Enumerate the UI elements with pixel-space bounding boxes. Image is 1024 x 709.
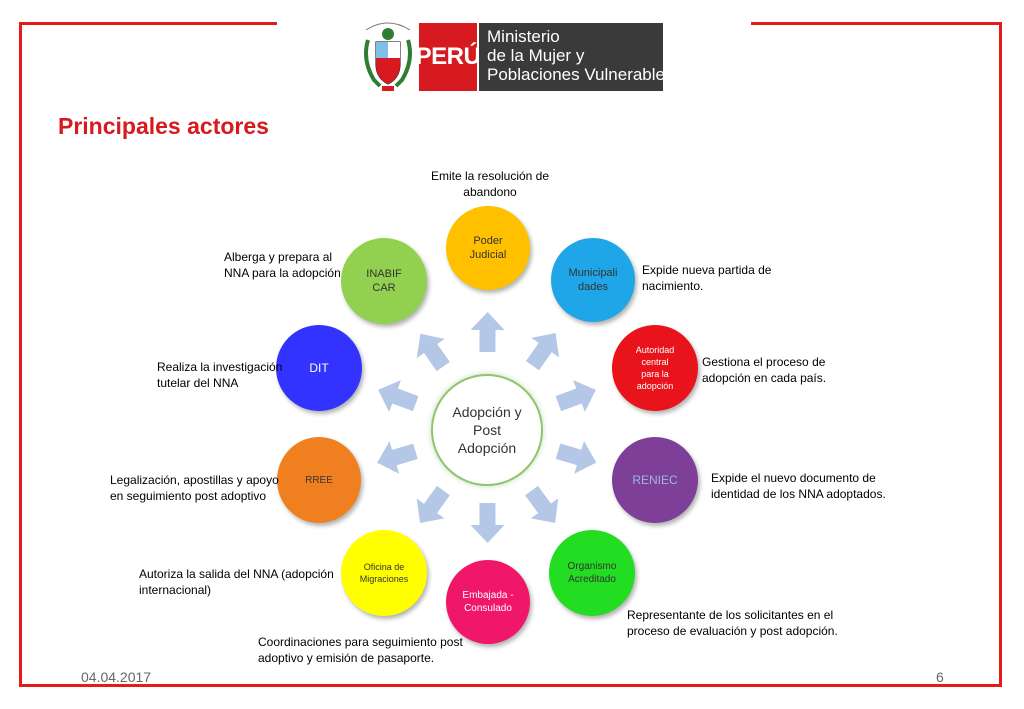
frame-bottom	[19, 684, 1002, 687]
center-node-label: Adopción y Post Adopción	[452, 404, 522, 456]
ministry-line-3: Poblaciones Vulnerables	[487, 65, 674, 84]
peru-seal-icon	[364, 22, 412, 91]
actor-label: Organismo Acreditado	[567, 561, 617, 585]
actor-label: RENIEC	[632, 473, 678, 487]
ministry-line-1: Ministerio	[487, 27, 560, 46]
description-oficina-migraciones: Autoriza la salida del NNA (adopción int…	[139, 567, 334, 597]
actor-label: Embajada - Consulado	[462, 590, 514, 614]
actor-label: Oficina de Migraciones	[359, 562, 409, 584]
actor-label: Poder Judicial	[469, 235, 507, 261]
arrow-to-actor-9	[416, 333, 450, 372]
actor-node-organismo-acreditado: Organismo Acreditado	[549, 530, 635, 616]
actor-label: DIT	[309, 361, 329, 375]
description-dit: Realiza la investigación tutelar del NNA	[157, 360, 283, 390]
actor-node-poder-judicial: Poder Judicial	[446, 206, 530, 290]
ministry-line-2: de la Mujer y	[487, 46, 585, 65]
actor-node-municipalidades: Municipali dades	[551, 238, 635, 322]
actor-node-embajada-consulado: Embajada - Consulado	[446, 560, 530, 644]
actor-label: Autoridad central para la adopción	[635, 345, 675, 391]
description-inabif-car: Alberga y prepara al NNA para la adopció…	[224, 250, 341, 280]
peru-label: PERÚ	[416, 23, 481, 91]
arrow-to-actor-0	[470, 312, 505, 353]
arrow-to-actor-3	[555, 441, 597, 474]
arrow-to-actor-6	[416, 485, 450, 524]
frame-top-left	[19, 22, 277, 25]
slide-date: 04.04.2017	[81, 669, 152, 685]
frame-top-right	[751, 22, 1002, 25]
slide-title: Principales actores	[58, 113, 269, 139]
actor-node-oficina-migraciones: Oficina de Migraciones	[341, 530, 427, 616]
actor-label: RREE	[305, 474, 333, 486]
actor-node-rree: RREE	[277, 437, 361, 523]
frame-left	[19, 22, 22, 686]
arrow-to-actor-1	[525, 332, 560, 371]
actor-node-reniec: RENIEC	[612, 437, 698, 523]
arrow-to-actor-4	[525, 485, 559, 523]
description-autoridad-central: Gestiona el proceso de adopción en cada …	[702, 355, 827, 385]
description-poder-judicial: Emite la resolución de abandono	[430, 169, 550, 199]
actor-label: Municipali dades	[568, 267, 618, 293]
center-node: Adopción y Post Adopción	[431, 374, 543, 486]
description-organismo-acreditado: Representante de los solicitantes en el …	[627, 608, 838, 638]
frame-right	[999, 22, 1002, 686]
description-municipalidades: Expide nueva partida de nacimiento.	[642, 263, 772, 293]
actor-node-autoridad-central: Autoridad central para la adopción	[612, 325, 698, 411]
description-embajada-consulado: Coordinaciones para seguimiento post ado…	[258, 635, 463, 665]
arrow-to-actor-7	[377, 441, 418, 474]
ministry-logo: PERÚ Ministerio de la Mujer y Poblacione…	[360, 20, 674, 94]
actor-node-inabif-car: INABIF CAR	[341, 238, 427, 324]
actor-node-dit: DIT	[276, 325, 362, 411]
actor-label: INABIF CAR	[366, 268, 402, 294]
arrow-to-actor-5	[470, 502, 505, 543]
ministry-name: Ministerio de la Mujer y Poblaciones Vul…	[479, 23, 674, 91]
description-rree: Legalización, apostillas y apoyo en segu…	[110, 473, 279, 503]
arrow-to-actor-8	[378, 380, 419, 413]
arrow-to-actor-2	[555, 380, 596, 413]
description-reniec: Expide el nuevo documento de identidad d…	[711, 471, 886, 501]
slide-page-number: 6	[936, 669, 944, 685]
